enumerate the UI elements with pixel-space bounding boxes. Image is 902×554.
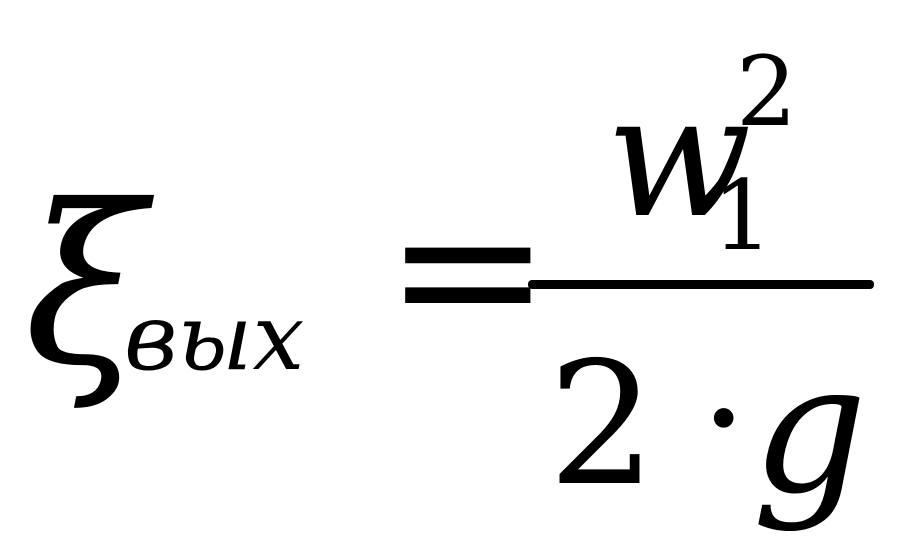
- denominator-operator: ·: [700, 332, 748, 506]
- numerator-base: w: [606, 58, 752, 256]
- numerator-subscript: 1: [712, 160, 774, 272]
- denominator-variable: g: [752, 325, 868, 534]
- fraction-bar: [528, 280, 874, 289]
- lhs-symbol-xi: ξ: [24, 158, 146, 414]
- numerator-superscript: 2: [736, 36, 798, 148]
- equals-sign: =: [384, 153, 552, 386]
- denominator-factor: 2: [548, 326, 657, 524]
- lhs-subscript: вых: [124, 284, 305, 391]
